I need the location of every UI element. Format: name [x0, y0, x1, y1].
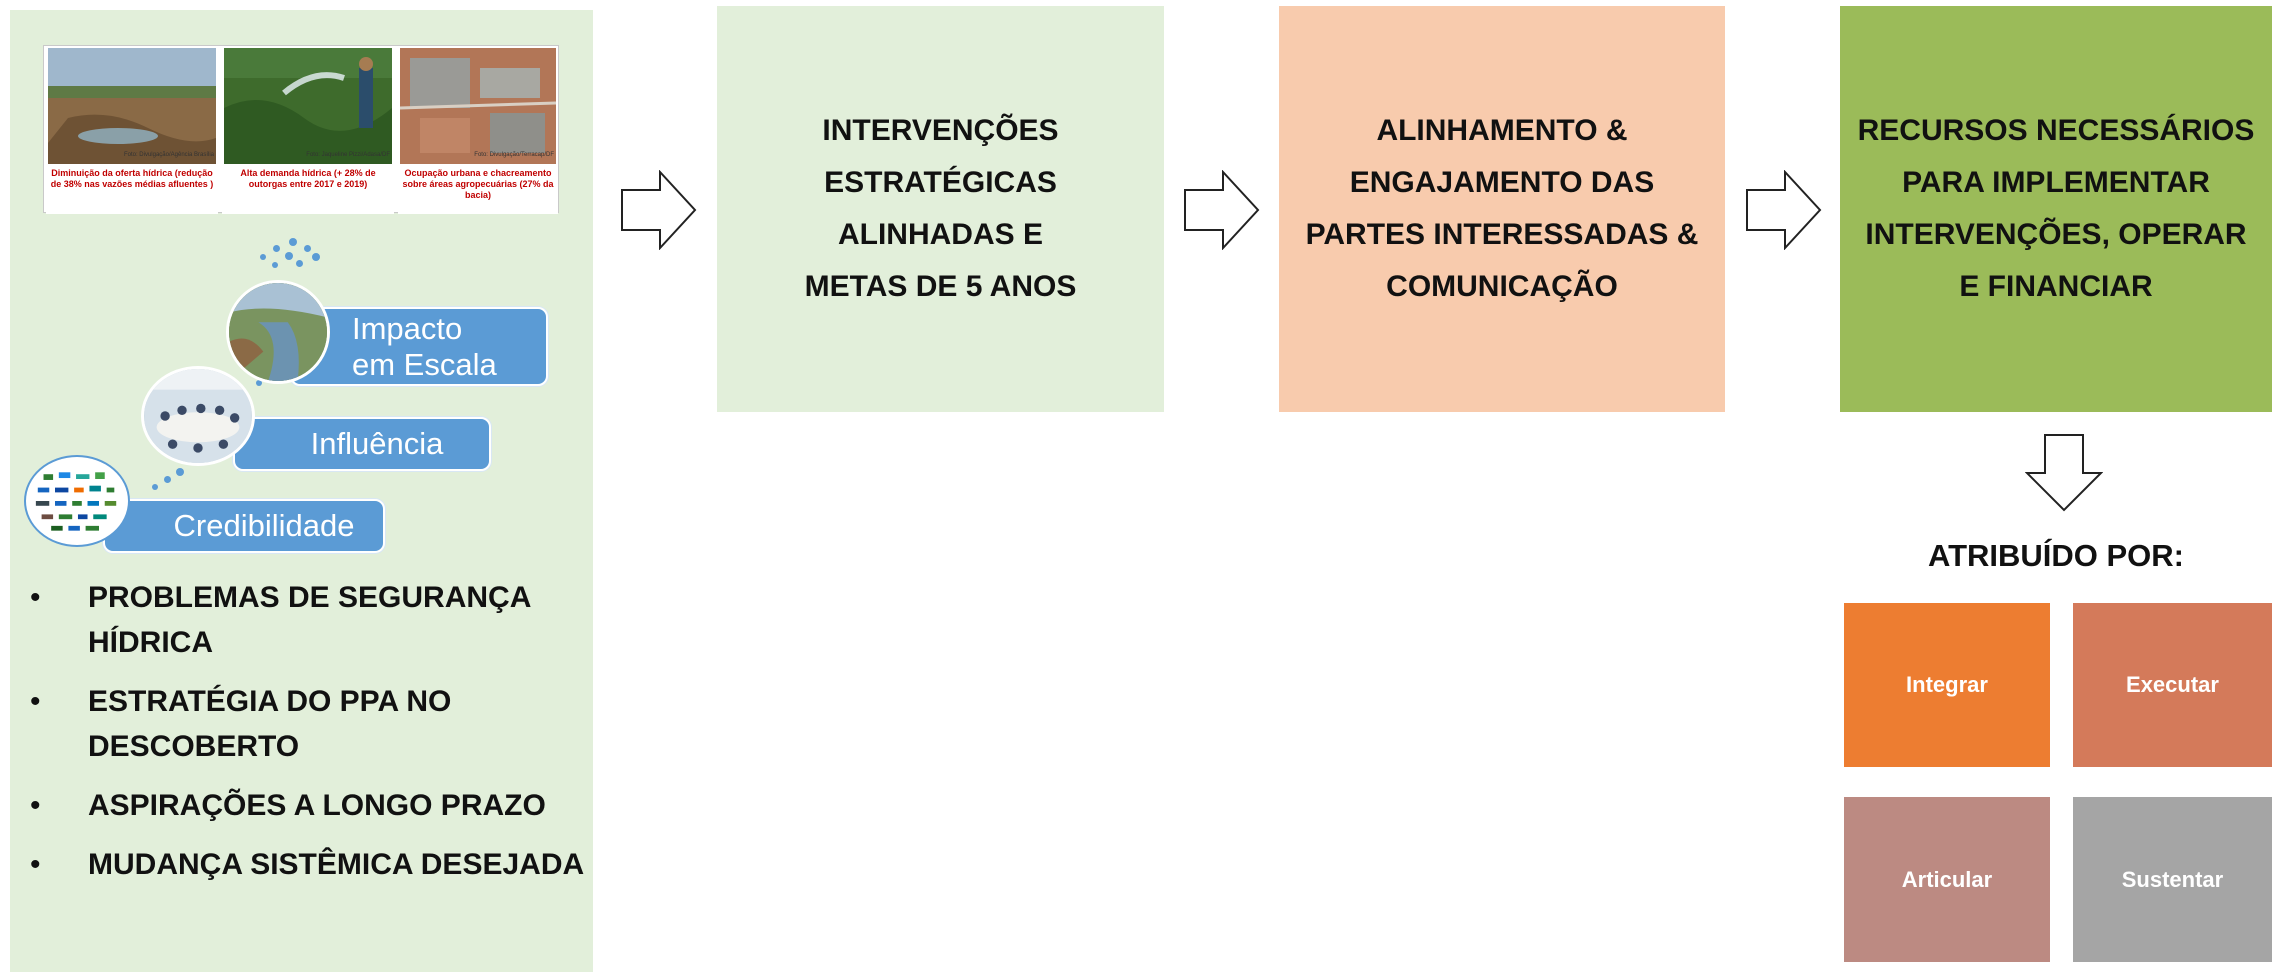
stage-line: ALINHADAS E [837, 218, 1043, 251]
tile-integrar: Integrar [1844, 603, 2050, 767]
photo-strip: Foto: Divulgação/Agência Brasília Diminu… [43, 45, 559, 214]
meeting-image [144, 369, 252, 463]
photo-irrigation: Foto: Jaqueline Pizzi/Adasa/DF Alta dema… [222, 46, 394, 214]
stage-line: INTERVENÇÕES [822, 114, 1059, 147]
photo-credit: Foto: Divulgação/Terracap/DF [474, 152, 554, 158]
tile-sustentar: Sustentar [2073, 797, 2272, 962]
stage-alinhamento-text: ALINHAMENTO & ENGAJAMENTO DAS PARTES INT… [1306, 105, 1699, 313]
bullet-marker: • [30, 685, 41, 718]
stage-line: METAS DE 5 ANOS [804, 270, 1077, 303]
tile-articular: Articular [1844, 797, 2050, 962]
bullet-text: ASPIRAÇÕES A LONGO PRAZO [88, 789, 546, 822]
stage-line: PARTES INTERESSADAS & [1305, 218, 1699, 251]
atribuido-por-heading: ATRIBUÍDO POR: [1927, 538, 2185, 573]
photo-credit: Foto: Divulgação/Agência Brasília [123, 152, 214, 158]
context-bullets: • PROBLEMAS DE SEGURANÇA HÍDRICA • ESTRA… [30, 575, 585, 901]
impacto-line1: Impacto [352, 311, 463, 346]
stage-line: COMUNICAÇÃO [1386, 270, 1618, 303]
photo-caption: Ocupação urbana e chacreamento sobre áre… [402, 168, 554, 200]
bullet-marker: • [30, 789, 41, 822]
stage-line: INTERVENÇÕES, OPERAR [1865, 218, 2247, 251]
bullet-text: PROBLEMAS DE SEGURANÇA HÍDRICA [88, 581, 531, 659]
right-arrow-icon [1184, 170, 1260, 250]
reservoir-image [48, 48, 216, 164]
landscape-image [229, 283, 327, 381]
stage-line: ENGAJAMENTO DAS [1349, 166, 1655, 199]
impacto-line2: em Escala [352, 347, 497, 382]
stage-line: PARA IMPLEMENTAR [1902, 166, 2210, 199]
credibilidade-label: Credibilidade [103, 499, 385, 553]
photo-caption: Alta demanda hídrica (+ 28% de outorgas … [240, 168, 376, 189]
impacto-em-escala-label: Impacto em Escala [290, 307, 548, 386]
tile-executar: Executar [2073, 603, 2272, 767]
down-arrow-icon [2025, 434, 2103, 512]
stage-line: ESTRATÉGICAS [824, 166, 1057, 199]
landscape-photo-circle [226, 280, 330, 384]
bullet-item: • ESTRATÉGIA DO PPA NO DESCOBERTO [30, 679, 585, 769]
influencia-label: Influência [233, 417, 491, 471]
bullet-text: MUDANÇA SISTÊMICA DESEJADA [88, 848, 585, 881]
stage-intervencoes-box: INTERVENÇÕES ESTRATÉGICAS ALINHADAS E ME… [717, 6, 1164, 412]
photo-credit: Foto: Jaqueline Pizzi/Adasa/DF [306, 152, 390, 158]
stage-recursos-text: RECURSOS NECESSÁRIOS PARA IMPLEMENTAR IN… [1858, 105, 2255, 313]
photo-reservoir: Foto: Divulgação/Agência Brasília Diminu… [46, 46, 218, 214]
stage-intervencoes-text: INTERVENÇÕES ESTRATÉGICAS ALINHADAS E ME… [805, 105, 1077, 313]
logos-circle [24, 455, 130, 547]
partner-logos-icon [35, 472, 117, 531]
bullet-marker: • [30, 848, 41, 881]
stage-line: RECURSOS NECESSÁRIOS [1857, 114, 2255, 147]
meeting-photo-circle [141, 366, 255, 466]
stage-recursos-box: RECURSOS NECESSÁRIOS PARA IMPLEMENTAR IN… [1840, 6, 2272, 412]
photo-caption: Diminuição da oferta hídrica (redução de… [50, 168, 214, 189]
stage-alinhamento-box: ALINHAMENTO & ENGAJAMENTO DAS PARTES INT… [1279, 6, 1725, 412]
right-arrow-icon [1746, 170, 1822, 250]
irrigation-image [224, 48, 392, 164]
stage-line: E FINANCIAR [1959, 270, 2153, 303]
bullet-text: ESTRATÉGIA DO PPA NO DESCOBERTO [88, 685, 452, 763]
photo-urban: Foto: Divulgação/Terracap/DF Ocupação ur… [398, 46, 558, 214]
bullet-item: • ASPIRAÇÕES A LONGO PRAZO [30, 783, 585, 828]
bullet-marker: • [30, 581, 41, 614]
right-arrow-icon [621, 170, 697, 250]
stage-line: ALINHAMENTO & [1376, 114, 1628, 147]
bullet-item: • PROBLEMAS DE SEGURANÇA HÍDRICA [30, 575, 585, 665]
urban-aerial-image [400, 48, 556, 164]
bullet-item: • MUDANÇA SISTÊMICA DESEJADA [30, 842, 585, 887]
